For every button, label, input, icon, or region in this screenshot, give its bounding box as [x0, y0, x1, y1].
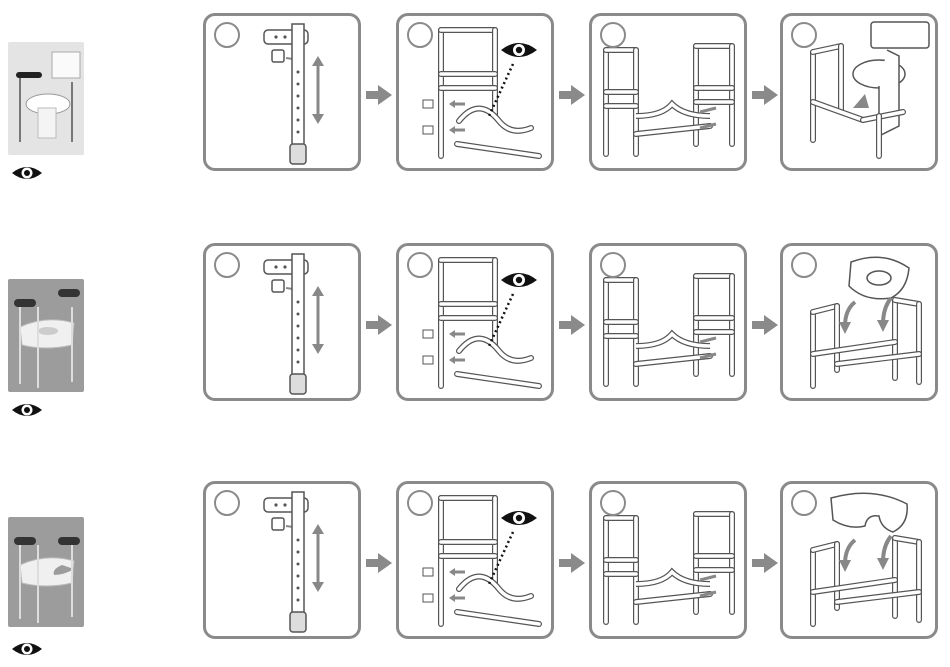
next-step-arrow-icon: [752, 553, 778, 573]
next-step-arrow-icon: [366, 315, 392, 335]
eye-icon: [10, 401, 44, 419]
next-step-arrow-icon: [559, 315, 585, 335]
step-panel: [780, 481, 938, 639]
step-number-circle: [214, 490, 240, 516]
step-number-circle: [214, 252, 240, 278]
step-panel: [780, 243, 938, 401]
next-step-arrow-icon: [752, 85, 778, 105]
next-step-arrow-icon: [366, 553, 392, 573]
step-number-circle: [214, 22, 240, 48]
step-number-circle: [600, 252, 626, 278]
eye-icon: [10, 640, 44, 658]
next-step-arrow-icon: [366, 85, 392, 105]
step-panel: [589, 243, 747, 401]
step-panel: [396, 13, 554, 171]
step-panel: [396, 243, 554, 401]
next-step-arrow-icon: [752, 315, 778, 335]
product-photo: [8, 42, 84, 155]
step-number-circle: [600, 22, 626, 48]
step-panel: [203, 13, 361, 171]
step-number-circle: [407, 22, 433, 48]
product-photo: [8, 279, 84, 392]
product-photo: [8, 517, 84, 627]
step-panel: [396, 481, 554, 639]
next-step-arrow-icon: [559, 85, 585, 105]
eye-icon: [10, 164, 44, 182]
next-step-arrow-icon: [559, 553, 585, 573]
step-panel: [780, 13, 938, 171]
step-number-circle: [791, 490, 817, 516]
step-number-circle: [600, 490, 626, 516]
step-panel: [203, 243, 361, 401]
step-number-circle: [791, 252, 817, 278]
step-panel: [589, 13, 747, 171]
step-number-circle: [791, 22, 817, 48]
step-panel: [589, 481, 747, 639]
step-number-circle: [407, 252, 433, 278]
step-number-circle: [407, 490, 433, 516]
step-panel: [203, 481, 361, 639]
